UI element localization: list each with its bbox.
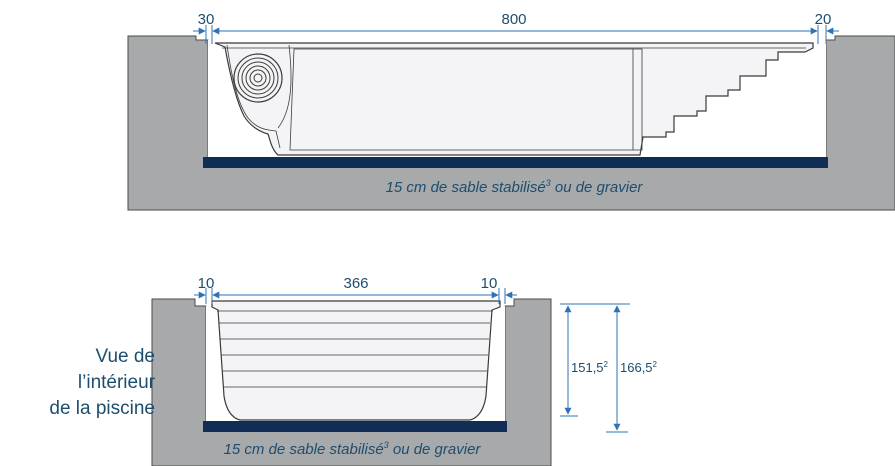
depth-label-outer: 166,52 xyxy=(620,360,658,375)
dim-label-cross-right: 10 xyxy=(481,275,498,292)
dim-label-long-right: 20 xyxy=(815,11,832,28)
depth-dimension-lines xyxy=(560,303,630,433)
cross-section: 10 366 10 151,52 166,52 15 cm de sable s… xyxy=(151,275,658,466)
longitudinal-section: 30 800 20 15 cm de sable stabilisé3 ou d… xyxy=(127,11,895,211)
dim-label-long-center: 800 xyxy=(501,11,526,28)
sand-caption-cross: 15 cm de sable stabilisé3 ou de gravier xyxy=(224,440,482,458)
sand-caption-long: 15 cm de sable stabilisé3 ou de gravier xyxy=(386,178,644,196)
depth-label-inner: 151,52 xyxy=(571,360,609,375)
sand-layer-long xyxy=(203,157,828,168)
sand-layer-cross xyxy=(203,421,507,432)
pool-shell-long xyxy=(214,42,814,156)
side-caption: Vue de l’intérieur de la piscine xyxy=(49,344,155,422)
side-caption-line-1: Vue de xyxy=(95,346,155,367)
dim-label-long-left: 30 xyxy=(198,11,215,28)
pool-shell-cross xyxy=(211,300,501,421)
dimension-line-cross xyxy=(194,288,517,304)
dim-label-cross-left: 10 xyxy=(198,275,215,292)
dim-label-cross-center: 366 xyxy=(343,275,368,292)
side-caption-line-2: l’intérieur xyxy=(77,372,155,393)
dimension-line-long xyxy=(193,25,839,44)
side-caption-line-3: de la piscine xyxy=(49,398,155,419)
filter-spiral-icon xyxy=(233,53,283,103)
